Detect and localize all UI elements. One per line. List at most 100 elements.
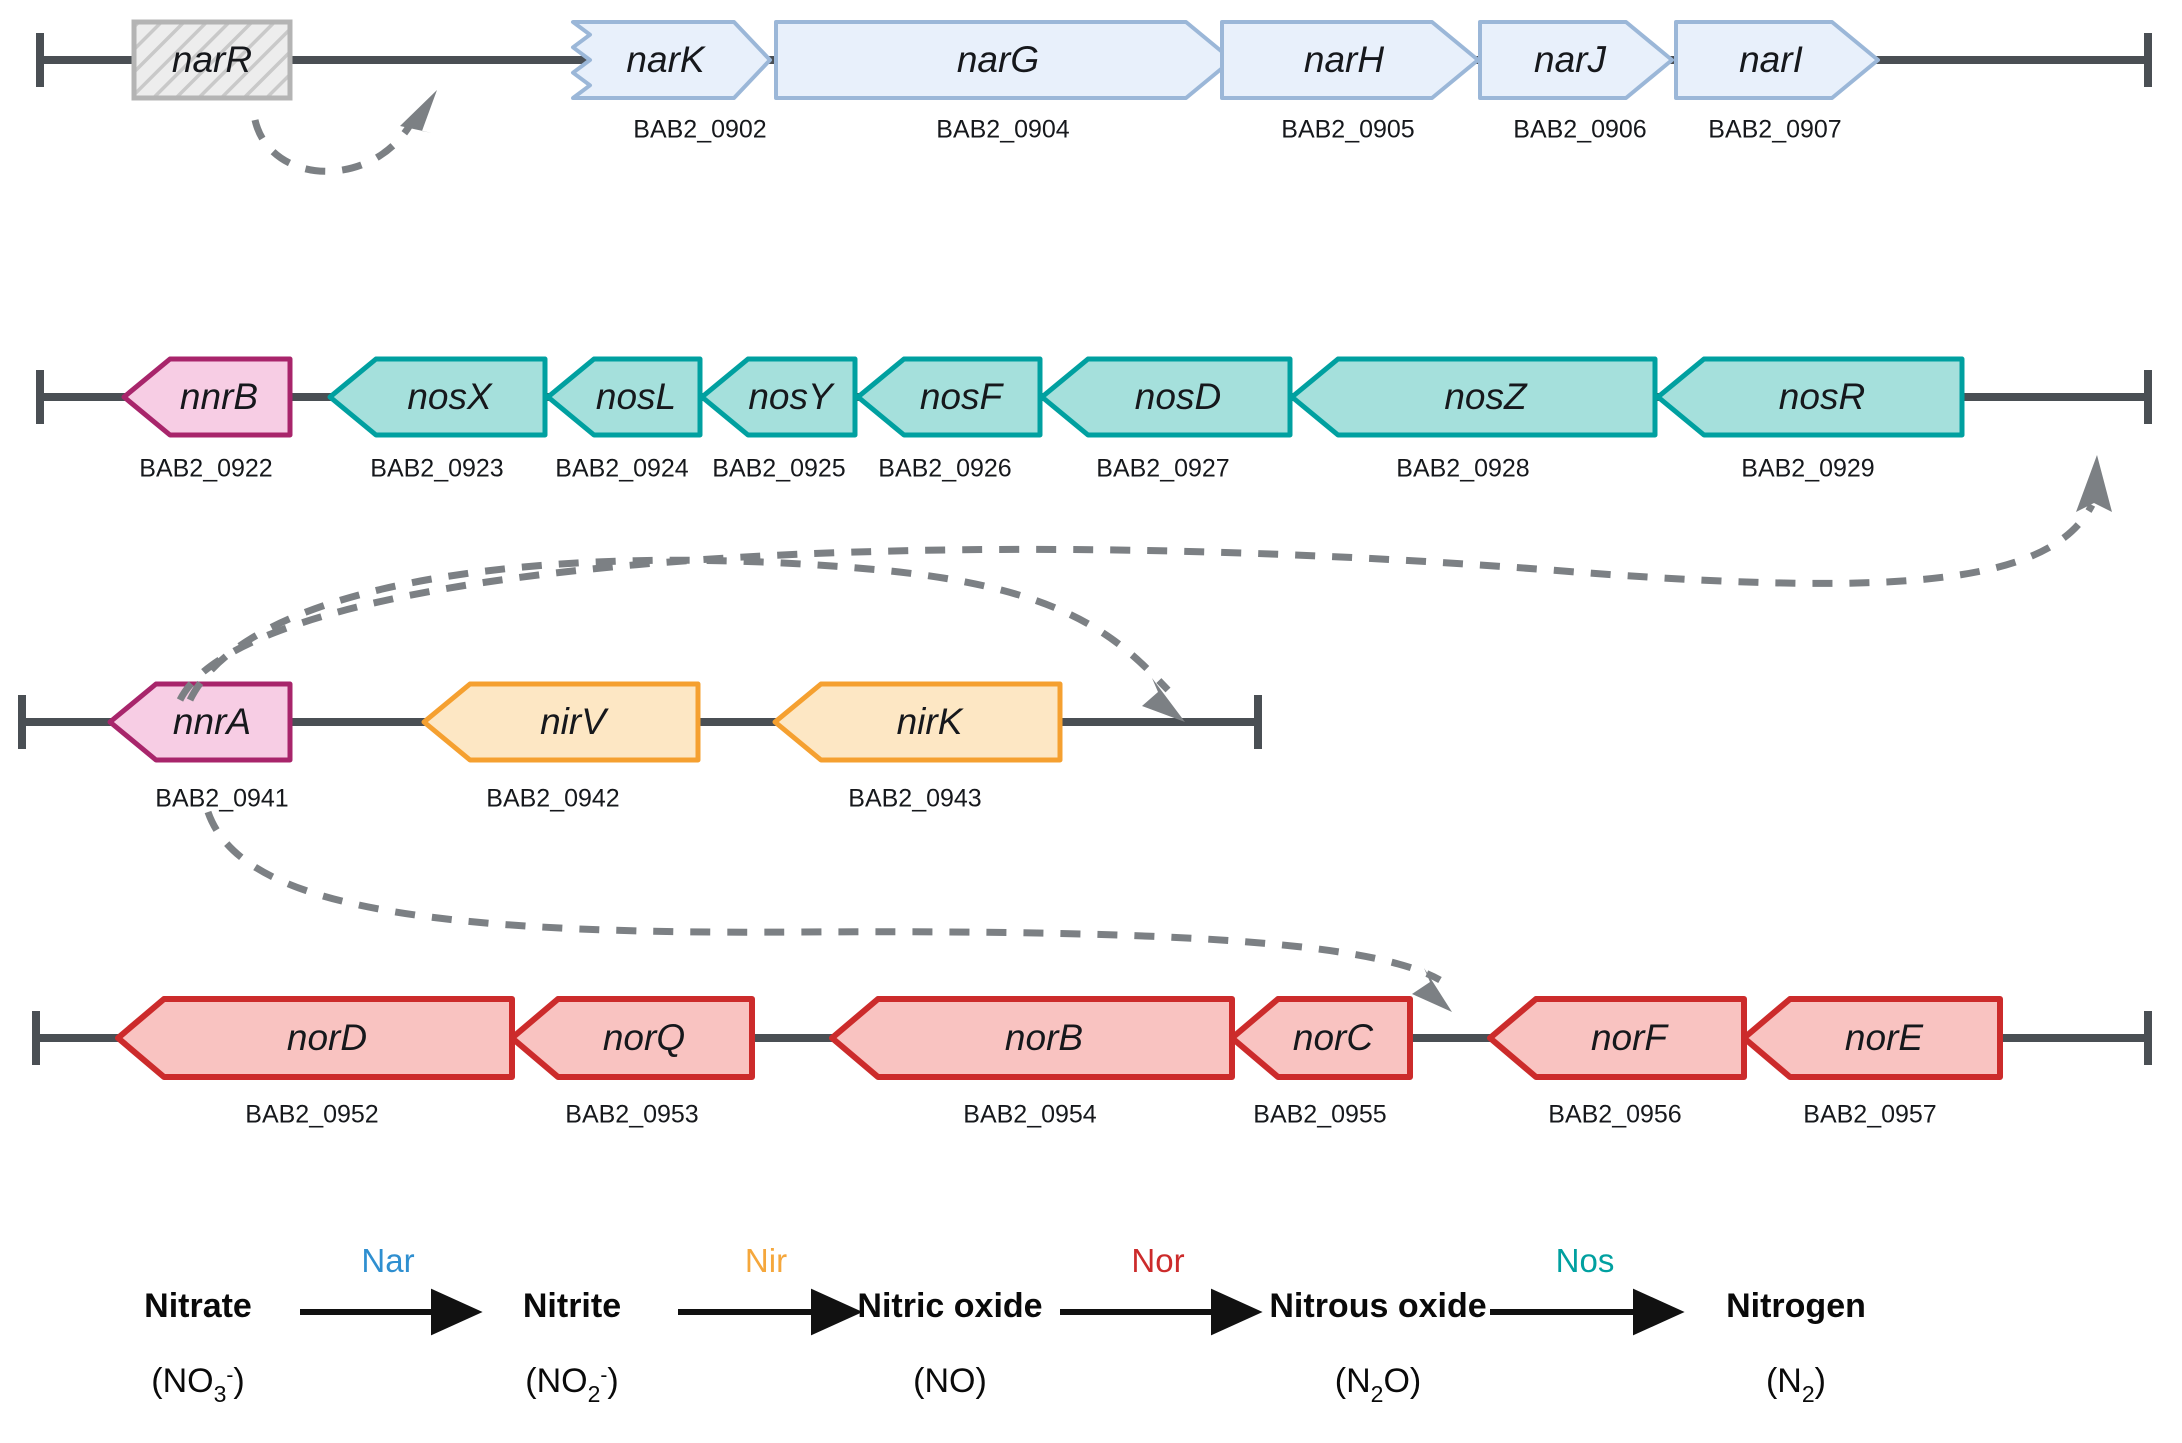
gene-box-narR[interactable] (131, 19, 293, 101)
gene-arrow-nirK[interactable] (772, 681, 1063, 763)
gene-norF[interactable]: norF (1487, 996, 1747, 1080)
gene-nosF[interactable]: nosF (855, 356, 1043, 438)
gene-norE[interactable]: norE (1741, 996, 2003, 1080)
pathway-step-name-4: Nitrogen (1726, 1287, 1866, 1325)
pathway-reaction-1: Nir (678, 1242, 863, 1336)
gene-name-nirK: nirK (897, 701, 965, 742)
gene-nosZ[interactable]: nosZ (1289, 356, 1658, 438)
gene-arrow-norB[interactable] (829, 996, 1235, 1080)
regulatory-arrow-head-narR-to-narK (400, 90, 437, 133)
formula-main: (N (1335, 1362, 1371, 1400)
gene-narH[interactable]: narH (1220, 20, 1480, 100)
gene-arrow-nosZ[interactable] (1289, 356, 1658, 438)
gene-arrow-nnrB[interactable] (121, 356, 293, 438)
locus-tag-nosF: BAB2_0926 (878, 455, 1011, 483)
gene-nnrA[interactable]: nnrA (107, 681, 293, 763)
gene-arrow-narI[interactable] (1674, 20, 1880, 100)
gene-narG[interactable]: narG (774, 20, 1234, 100)
gene-arrow-narH[interactable] (1220, 20, 1480, 100)
locus-tag-norQ: BAB2_0953 (565, 1101, 698, 1129)
formula-subscript: 3 (214, 1381, 227, 1407)
pathway-step-formula-3: (N2O) (1335, 1362, 1421, 1407)
gene-arrow-nosX[interactable] (327, 356, 548, 438)
pathway-step-formula-1: (NO2-) (525, 1362, 618, 1407)
gene-name-nosR: nosR (1779, 376, 1865, 417)
formula-tail: O) (1383, 1362, 1421, 1400)
gene-nosY[interactable]: nosY (699, 356, 858, 438)
gene-nirV[interactable]: nirV (421, 681, 701, 763)
pathway-step-3: Nitrous oxide (N2O) (1269, 1287, 1486, 1407)
gene-arrow-nosF[interactable] (855, 356, 1043, 438)
formula-superscript: - (226, 1364, 233, 1387)
gene-arrow-nosL[interactable] (545, 356, 703, 438)
gene-name-norF: norF (1591, 1017, 1669, 1058)
gene-name-norC: norC (1293, 1017, 1373, 1058)
pathway-step-formula-0: (NO3-) (151, 1362, 244, 1407)
gene-nosL[interactable]: nosL (545, 356, 703, 438)
gene-arrow-norQ[interactable] (509, 996, 755, 1080)
gene-name-nosZ: nosZ (1444, 376, 1528, 417)
enzyme-label-Nos: Nos (1556, 1242, 1615, 1279)
gene-name-nosY: nosY (748, 376, 835, 417)
gene-arrow-nosD[interactable] (1039, 356, 1293, 438)
gene-arrow-narJ[interactable] (1478, 20, 1674, 100)
pathway-step-name-0: Nitrate (144, 1287, 252, 1325)
pathway-reaction-3: Nos (1490, 1242, 1685, 1336)
gene-arrow-nnrA[interactable] (107, 681, 293, 763)
gene-name-nosF: nosF (920, 376, 1005, 417)
locus-tag-narK: BAB2_0902 (633, 116, 766, 144)
gene-arrow-nosY[interactable] (699, 356, 858, 438)
gene-nosR[interactable]: nosR (1655, 356, 1965, 438)
locus-tag-nirV: BAB2_0942 (486, 785, 619, 813)
pathway-step-4: Nitrogen (N2) (1726, 1287, 1866, 1407)
gene-arrow-nirV[interactable] (421, 681, 701, 763)
locus-tag-nosX: BAB2_0923 (370, 455, 503, 483)
gene-nirK[interactable]: nirK (772, 681, 1063, 763)
gene-nosD[interactable]: nosD (1039, 356, 1293, 438)
gene-name-norE: norE (1845, 1017, 1924, 1058)
regulatory-arrow-line-nnrA-to-nir (186, 556, 1171, 702)
gene-narJ[interactable]: narJ (1478, 20, 1674, 100)
enzyme-label-Nor: Nor (1131, 1242, 1184, 1279)
formula-subscript: 2 (1802, 1381, 1815, 1407)
locus-tag-nnrB: BAB2_0922 (139, 455, 272, 483)
gene-arrow-norC[interactable] (1229, 996, 1413, 1080)
gene-nnrB[interactable]: nnrB (121, 356, 293, 438)
locus-tag-narH: BAB2_0905 (1281, 116, 1414, 144)
gene-arrow-narK[interactable] (571, 20, 772, 100)
gene-narI[interactable]: narI (1674, 20, 1880, 100)
gene-arrow-norD[interactable] (115, 996, 515, 1080)
formula-main: (NO (151, 1362, 213, 1400)
gene-arrow-norF[interactable] (1487, 996, 1747, 1080)
gene-narK[interactable]: narK (571, 20, 772, 100)
gene-narR[interactable]: narR (131, 19, 293, 101)
gene-arrow-norE[interactable] (1741, 996, 2003, 1080)
locus-tag-nosR: BAB2_0929 (1741, 455, 1874, 483)
locus-tag-norD: BAB2_0952 (245, 1101, 378, 1129)
pathway-step-2: Nitric oxide (NO) (857, 1287, 1042, 1400)
pathway-step-formula-4: (N2) (1766, 1362, 1826, 1407)
gene-norQ[interactable]: norQ (509, 996, 755, 1080)
gene-norD[interactable]: norD (115, 996, 515, 1080)
pathway-step-name-2: Nitric oxide (857, 1287, 1042, 1325)
gene-row-nor-operon: norD BAB2_0952 norQ BAB2_0953 norB BAB2_0954 n… (32, 996, 2152, 1129)
pathway-step-formula-2: (NO) (913, 1362, 987, 1400)
gene-name-nnrA: nnrA (173, 701, 251, 742)
gene-name-nnrB: nnrB (180, 376, 258, 417)
pathway-step-name-3: Nitrous oxide (1269, 1287, 1486, 1325)
locus-tag-nirK: BAB2_0943 (848, 785, 981, 813)
locus-tag-norB: BAB2_0954 (963, 1101, 1097, 1129)
gene-name-narI: narI (1739, 39, 1803, 80)
gene-arrow-nosR[interactable] (1655, 356, 1965, 438)
pathway-reaction-2: Nor (1060, 1242, 1263, 1336)
gene-nosX[interactable]: nosX (327, 356, 548, 438)
gene-arrow-narG[interactable] (774, 20, 1234, 100)
regulatory-arrow-line-nnrA-to-nos (176, 503, 2096, 702)
formula-superscript: - (600, 1364, 607, 1387)
gene-norB[interactable]: norB (829, 996, 1235, 1080)
pathway-step-0: Nitrate (NO3-) (144, 1287, 252, 1407)
locus-tag-nosL: BAB2_0924 (555, 455, 689, 483)
gene-norC[interactable]: norC (1229, 996, 1413, 1080)
